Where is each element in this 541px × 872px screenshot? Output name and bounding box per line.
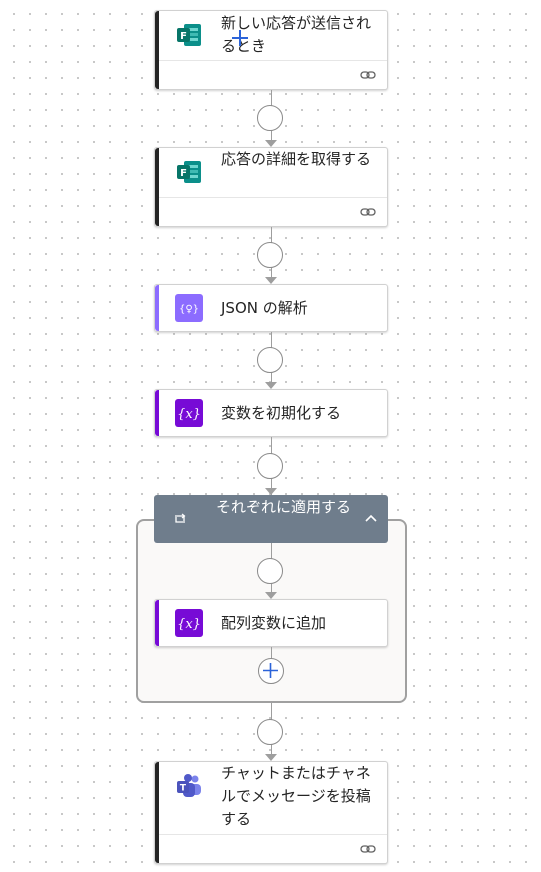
step-card-initialize-variable[interactable]: {x} 変数を初期化する	[154, 389, 388, 437]
step-title: それぞれに適用する	[216, 498, 352, 516]
connection-link-icon[interactable]	[360, 69, 376, 81]
step-card-post-message-teams[interactable]: T チャットまたはチャネルでメッセージを投稿する	[154, 761, 388, 864]
connector-arrow-icon	[265, 277, 277, 284]
chevron-up-icon[interactable]	[364, 513, 378, 523]
svg-text:{x}: {x}	[177, 617, 201, 632]
connection-link-icon[interactable]	[360, 206, 376, 218]
data-operation-icon: {♀}	[175, 294, 203, 322]
insert-step-button[interactable]	[257, 105, 283, 131]
add-cursor-icon	[232, 30, 248, 46]
step-card-parse-json[interactable]: {♀} JSON の解析	[154, 284, 388, 332]
step-accent-bar	[155, 600, 159, 646]
step-title: JSON の解析	[221, 299, 308, 317]
step-accent-bar	[155, 390, 159, 436]
loop-icon	[175, 513, 186, 523]
step-footer	[159, 197, 387, 226]
step-footer	[159, 60, 387, 89]
variable-icon: {x}	[175, 399, 203, 427]
insert-step-button[interactable]	[257, 453, 283, 479]
step-title: 新しい応答が送信されるとき	[221, 14, 372, 55]
connector-arrow-icon	[265, 382, 277, 389]
step-accent-bar	[155, 762, 159, 863]
svg-text:T: T	[180, 784, 187, 794]
connector-arrow-icon	[265, 754, 277, 761]
forms-icon: F	[175, 21, 203, 49]
add-action-button[interactable]	[258, 658, 284, 684]
step-title: 配列変数に追加	[221, 614, 327, 632]
step-title: 応答の詳細を取得する	[221, 150, 372, 168]
insert-step-button[interactable]	[257, 558, 283, 584]
apply-to-each-header[interactable]: それぞれに適用する	[154, 495, 388, 543]
insert-step-button[interactable]	[257, 242, 283, 268]
connector-arrow-icon	[265, 592, 277, 599]
connector-arrow-icon	[265, 488, 277, 495]
step-card-append-to-array-variable[interactable]: {x} 配列変数に追加	[154, 599, 388, 647]
step-title: 変数を初期化する	[221, 404, 342, 422]
connection-link-icon[interactable]	[360, 843, 376, 855]
step-card-trigger[interactable]: F 新しい応答が送信されるとき	[154, 10, 388, 90]
insert-step-button[interactable]	[257, 347, 283, 373]
svg-text:{♀}: {♀}	[179, 304, 199, 315]
step-accent-bar	[155, 285, 159, 331]
svg-text:F: F	[180, 168, 187, 179]
step-accent-bar	[155, 11, 159, 89]
variable-icon: {x}	[175, 609, 203, 637]
step-footer	[159, 834, 387, 863]
connector-line	[271, 647, 272, 659]
plus-icon	[263, 663, 278, 678]
svg-text:{x}: {x}	[177, 407, 201, 422]
forms-icon: F	[175, 158, 203, 186]
teams-icon: T	[175, 772, 203, 800]
insert-step-button[interactable]	[257, 719, 283, 745]
step-title: チャットまたはチャネルでメッセージを投稿する	[221, 764, 371, 828]
connector-arrow-icon	[265, 140, 277, 147]
svg-text:F: F	[180, 31, 187, 42]
step-accent-bar	[155, 148, 159, 226]
step-card-get-response-details[interactable]: F 応答の詳細を取得する	[154, 147, 388, 227]
